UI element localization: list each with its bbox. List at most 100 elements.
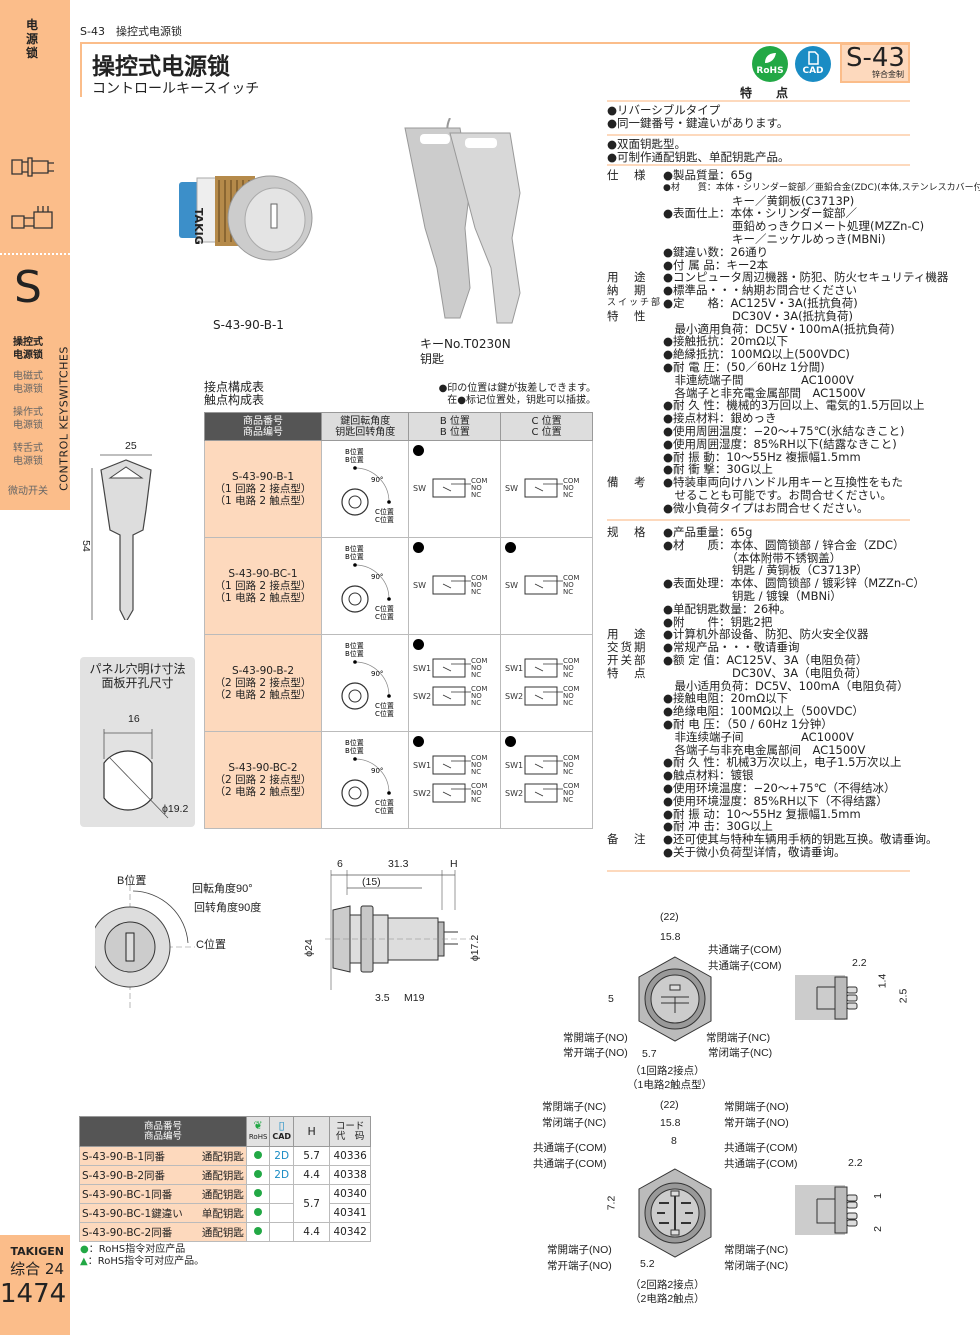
table-row[interactable]: S-43-90-BC-1同番通配钥匙 5.7 40340 [79, 1184, 371, 1223]
cad-link[interactable]: 2D [269, 1146, 294, 1166]
sidebar-item-electromagnetic[interactable]: 电磁式 电源锁 [0, 366, 56, 402]
spec-row: ●附 件：钥匙2把 [607, 615, 917, 629]
dim-3-5: 3.5 [375, 992, 390, 1004]
terminal-face-1 [638, 956, 712, 1042]
spec-label [607, 731, 663, 744]
svg-text:COM: COM [563, 782, 579, 790]
sidebar-item-label: 微动开关 [8, 486, 48, 497]
sidebar-item-control-keyswitch[interactable]: 操控式 电源锁 [0, 332, 56, 366]
spec-row: 开关部●额 定 值：AC125V、3A（电阻负荷） [607, 654, 917, 667]
model-cell: S-43-90-BC-2（2 回路 2 接点型）（2 电路 2 触点型） [204, 731, 322, 829]
svg-text:C位置: C位置 [375, 798, 394, 807]
svg-text:COM: COM [563, 754, 579, 762]
note-cn: 在●标记位置处，钥匙可以插拔。 [447, 395, 596, 406]
cad-badge[interactable]: CAD [795, 46, 831, 82]
dim-2-2: 2.2 [848, 1157, 863, 1169]
sidebar-item-latch[interactable]: 转舌式 电源锁 [0, 438, 56, 474]
svg-text:B位置: B位置 [345, 641, 364, 650]
dim-15: (15) [362, 876, 381, 888]
document-icon: ▯ [278, 1119, 285, 1132]
specs-jp: 仕 様●製品質量：65g●材 質：本体・シリンダー錠部／亜鉛合金(ZDC)(本体… [607, 169, 980, 515]
table-row[interactable]: S-43-90-BC-2同番通配钥匙 4.4 40342 [79, 1222, 371, 1242]
svg-text:B位置: B位置 [345, 746, 364, 755]
spec-label [607, 348, 663, 361]
divider [607, 164, 910, 166]
model-cell: S-43-90-BC-1（1 回路 2 接点型）（1 电路 2 触点型） [204, 537, 322, 635]
spec-row: 非連続端子間 AC1000V [607, 373, 917, 387]
lock-caption: S-43-90-B-1 [213, 318, 284, 332]
dim-31-3: 31.3 [388, 858, 409, 870]
cad-link[interactable]: 2D [269, 1165, 294, 1185]
page-number: 1474 [0, 1279, 67, 1309]
panel-cutout-title: パネル穴明け寸法 面板开孔尺寸 [80, 662, 195, 690]
spec-value: 最小适用负荷：DC5V、100mA（电阻负荷） [663, 678, 909, 693]
spec-label [607, 323, 663, 336]
sidebar-item-microswitch[interactable]: 微动开关 [0, 474, 56, 510]
spec-label [607, 744, 663, 757]
spec-value: ●耐 振 動：10～55Hz 複振幅1.5mm [663, 449, 861, 464]
svg-text:SW: SW [413, 581, 426, 590]
svg-text:NO: NO [563, 692, 574, 700]
svg-text:SW2: SW2 [413, 692, 431, 701]
sidebar-item-label: 操控式 电源锁 [13, 337, 43, 361]
nc-label-jp: 常閉端子(NC) [724, 1244, 789, 1256]
title-side-rule [80, 42, 82, 97]
spec-value: ●表面处理：本体、圆筒锁部 / 镀彩锌（MZZn-C） [663, 576, 925, 591]
sidebar-item-operation[interactable]: 操作式 电源锁 [0, 402, 56, 438]
spec-value: 钥匙 / 镀镍（MBNi） [663, 588, 842, 603]
no-label-jp: 常開端子(NO) [563, 1032, 628, 1044]
spec-value: ●使用环境温度：−20～+75℃（不得结冰） [663, 780, 896, 795]
svg-text:NC: NC [471, 699, 481, 707]
table-row[interactable]: S-43-90-B-2同番通配钥匙 2D 4.4 40338 [79, 1165, 371, 1185]
spec-value: ●絶縁抵抗：100MΩ以上(500VDC) [663, 347, 850, 362]
svg-text:NO: NO [471, 789, 482, 797]
part-number: S-43-90-B-1同番 [82, 1150, 166, 1163]
spec-row: ●耐 冲 击：30G以上 [607, 820, 917, 833]
spec-row: 备 注●还可使其与特种车辆用手柄的钥匙互换。敬请垂询。 [607, 833, 938, 846]
spec-value: ●材 质：本体、圆筒锁部 / 锌合金（ZDC） [663, 537, 905, 552]
spec-value: ●使用周囲湿度：85%RH以下(結露なきこと) [663, 436, 897, 451]
note-jp: ●印の位置は鍵が抜差しできます。 [438, 383, 596, 394]
removable-dot-icon [413, 445, 425, 456]
svg-text:C位置: C位置 [375, 806, 394, 815]
svg-text:C位置: C位置 [375, 507, 394, 516]
spec-label [607, 552, 663, 565]
svg-text:NC: NC [563, 699, 573, 707]
table-row[interactable]: S-43-90-B-1同番通配钥匙 2D 5.7 40336 [79, 1146, 371, 1166]
spec-row: ●接点材料：銀めっき [607, 412, 917, 425]
rohs-dot-icon [254, 1170, 263, 1178]
spec-row: ●关于微小负荷型详情，敬请垂询。 [607, 846, 917, 859]
col-rohs: ❦RoHS [245, 1116, 271, 1147]
rohs-dot-icon [254, 1227, 263, 1235]
key-type: 通配钥匙 [201, 1188, 244, 1201]
rohs-legend: ●：RoHS指令对应产品 ▲：RoHS指令可对应产品。 [80, 1244, 204, 1268]
svg-text:NO: NO [471, 761, 482, 769]
spec-value: ●コンピュータ周辺機器・防犯、防火セキュリティ機器 [663, 270, 949, 285]
svg-text:NC: NC [563, 671, 573, 679]
svg-text:SW: SW [505, 484, 518, 493]
removable-dot-icon [413, 542, 425, 553]
spec-row: 特 性 DC30V・3A(抵抗負荷) [607, 309, 917, 323]
keys-photo [404, 118, 521, 324]
cutout-diameter: ϕ19.2 [162, 803, 189, 815]
spec-row: ●单配钥匙数量：26种。 [607, 602, 917, 616]
no-label-jp: 常開端子(NO) [724, 1101, 789, 1113]
rohs-label: RoHS [756, 66, 784, 76]
svg-text:NO: NO [563, 761, 574, 769]
svg-text:NC: NC [563, 491, 573, 499]
spec-row: ●付 属 品：キー2本 [607, 258, 917, 272]
svg-text:B位置: B位置 [345, 649, 364, 658]
spec-value: ●触点材料：镀银 [663, 768, 754, 783]
title-rule [80, 42, 910, 44]
spec-label: 用 途 [607, 270, 648, 285]
svg-text:COM: COM [471, 477, 487, 485]
rotation-label-jp: 回転角度90° [192, 883, 253, 895]
cutout-width: 16 [128, 713, 140, 725]
h-value: 5.7 [292, 1184, 331, 1223]
spec-label: スイッチ部 [607, 297, 663, 308]
